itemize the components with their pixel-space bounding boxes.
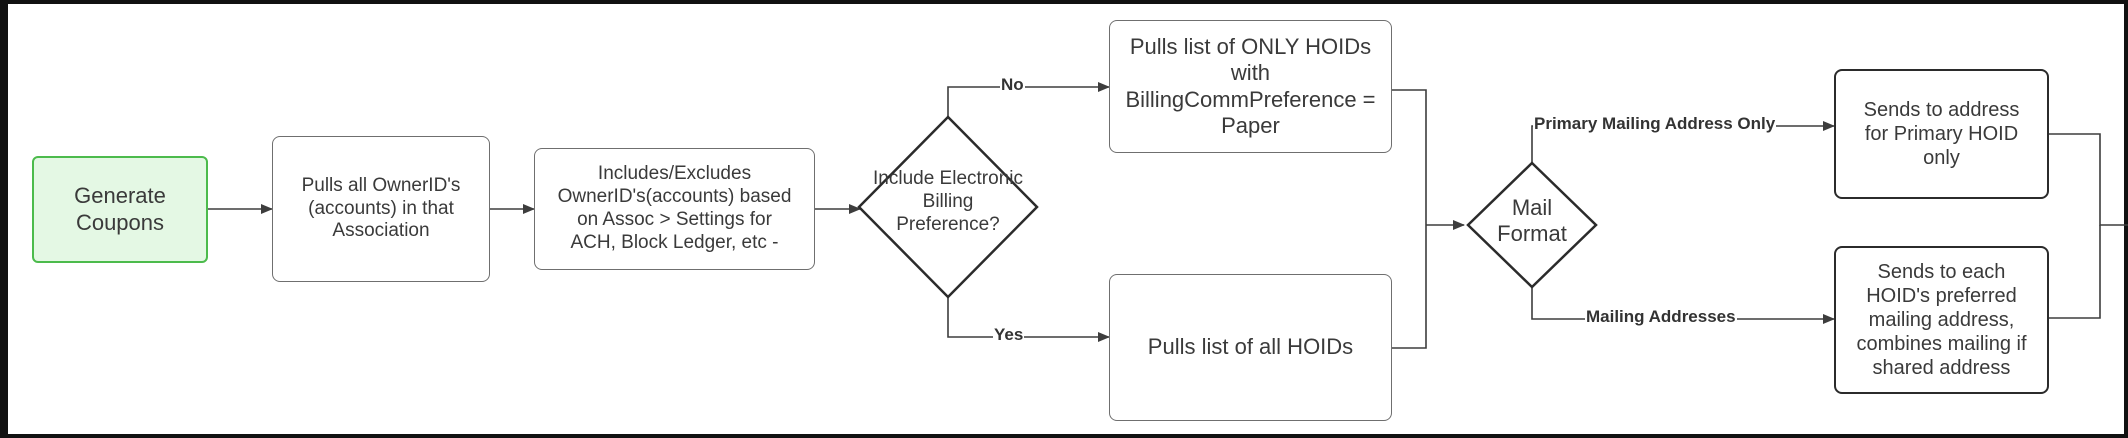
edge-preferred-out — [2049, 225, 2101, 319]
node-all-hoids: Pulls list of all HOIDs — [1109, 274, 1392, 421]
edge-decision-yes — [947, 296, 1110, 342]
decision-billing-label: Include Electronic Billing Preference? — [873, 168, 1023, 235]
decision-billing-shape — [857, 115, 1039, 299]
node-include-exclude: Includes/Excludes OwnerID's(accounts) ba… — [534, 148, 815, 270]
edge-label-primary-only: Primary Mailing Address Only — [1533, 114, 1777, 134]
edge-primary-out — [2049, 133, 2128, 226]
edge-decision-no — [947, 82, 1110, 118]
node-paper-only: Pulls list of ONLY HOIDs with BillingCom… — [1109, 20, 1392, 153]
node-pull-all-owners: Pulls all OwnerID's (accounts) in that A… — [272, 136, 490, 282]
edge-label-mailing-addresses: Mailing Addresses — [1585, 307, 1737, 327]
edge-label-yes: Yes — [993, 325, 1025, 345]
edge-label-no: No — [1000, 75, 1025, 95]
edge-paper-to-merge — [1392, 89, 1427, 225]
node-primary-address: Sends to address for Primary HOID only — [1834, 69, 2049, 199]
node-preferred-address: Sends to each HOID's preferred mailing a… — [1834, 246, 2049, 394]
edge-all-to-merge — [1392, 225, 1427, 349]
node-generate-coupons: Generate Coupons — [32, 156, 208, 263]
decision-mail-label: Mail Format — [1497, 195, 1567, 247]
decision-mail-shape — [1466, 161, 1598, 289]
